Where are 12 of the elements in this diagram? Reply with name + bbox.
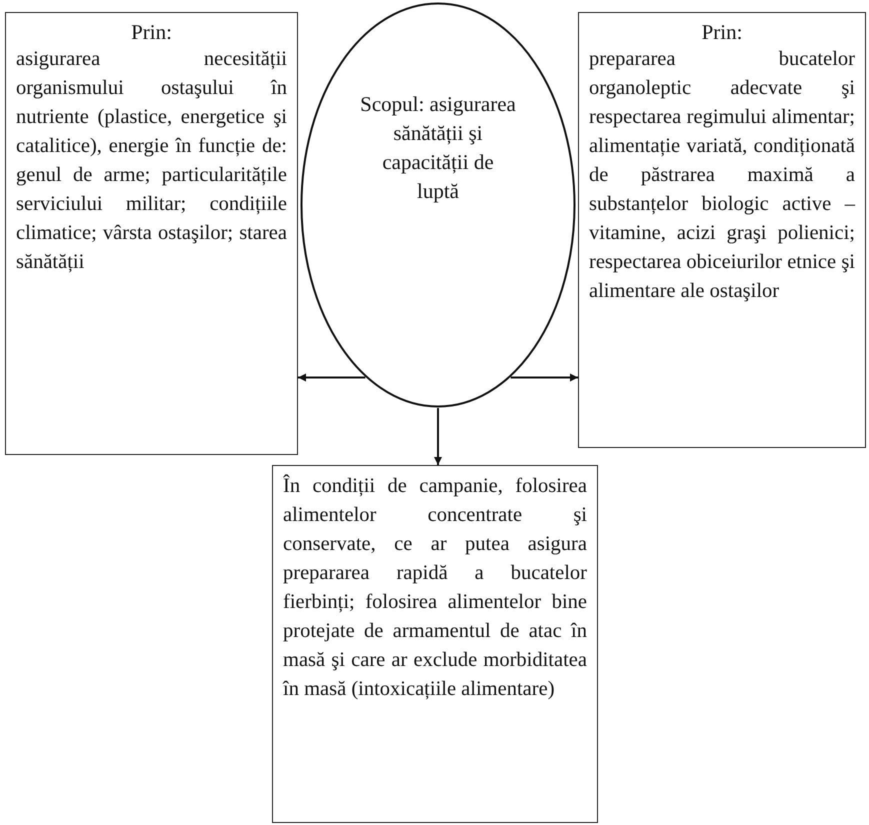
arrow bbox=[434, 408, 442, 465]
text-box bbox=[5, 12, 298, 455]
box-heading: Prin: bbox=[700, 19, 744, 45]
box-text: În condiții de campanie, folosirea alimentelor concentrate şi conservate, ce ar putea asigura prepararea rapidă a bucatelor fierbinți; folosirea alimentelor bine protejate de armamentul de atac în masă şi care ar exclude morbiditatea în masă (intoxicațiile alimentare) bbox=[283, 473, 587, 702]
box-text: prepararea bucatelor organoleptic adecvate şi respectarea regimului alimentar; alimentație variată, condiționată de păstrarea maximă a substanțelor biologic active – vitamine, acizi graşi polienici; respectarea obiceiurilor etnice şi alimentare ale ostaşilor bbox=[589, 47, 855, 304]
box-heading: Prin: bbox=[130, 19, 173, 45]
goal-text: Scopul: asigurarea sănătății şi capacității de luptă bbox=[360, 91, 516, 205]
box-text: asigurarea necesității organismului ostaşului în nutriente (plastice, energetice şi catalitice), energie în funcție de: genul de arme; particularitățile serviciului militar; condițiile climatice; vârsta ostaşilor; starea sănătății bbox=[16, 47, 287, 275]
arrow bbox=[510, 374, 578, 382]
text-box bbox=[578, 12, 866, 448]
arrow bbox=[298, 374, 366, 382]
text-box bbox=[272, 465, 598, 823]
